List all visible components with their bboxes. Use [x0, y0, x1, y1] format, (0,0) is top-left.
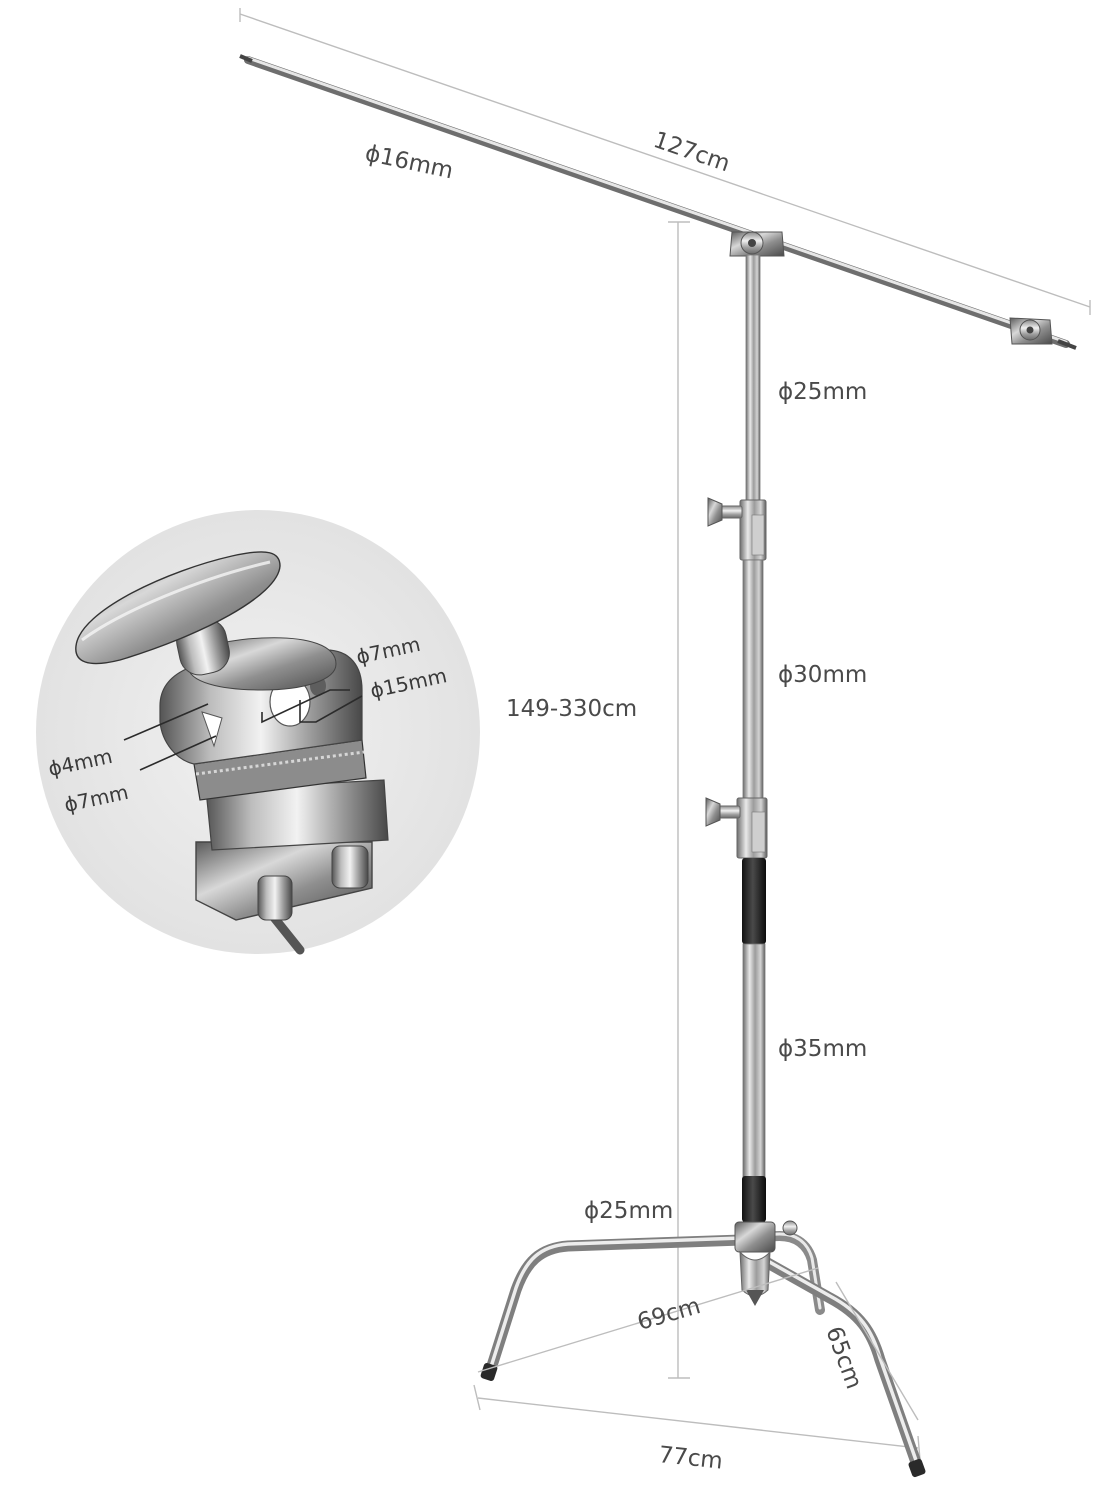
middle-tube-label: ϕ30mm — [778, 662, 867, 688]
base-width-dimension — [477, 1397, 919, 1449]
lower-grip — [742, 1176, 766, 1222]
leg-tube-label: ϕ25mm — [584, 1198, 673, 1224]
arm-length-dimension — [239, 13, 1091, 308]
top-tube-label: ϕ25mm — [778, 379, 867, 405]
stand-mast — [705, 254, 768, 1222]
bottom-tube-label: ϕ35mm — [778, 1036, 867, 1062]
grip-head-detail-inset: ϕ7mm ϕ15mm ϕ4mm ϕ7mm — [36, 510, 480, 955]
locking-knob-upper — [707, 497, 743, 527]
locking-knob-lower — [705, 797, 741, 827]
arm-diameter-label: ϕ16mm — [363, 140, 456, 184]
arm-grip-head — [729, 231, 785, 257]
leg-front-span-label: 69cm — [634, 1293, 703, 1336]
base-width-label: 77cm — [657, 1442, 724, 1475]
boom-arm — [239, 54, 1077, 350]
height-range-label: 149-330cm — [506, 696, 637, 722]
leg-side-span-label: 65cm — [820, 1323, 866, 1392]
upper-grip — [742, 858, 766, 944]
turtle-base — [477, 1220, 926, 1478]
arm-end-clamp — [1009, 317, 1053, 345]
dimension-lines — [239, 8, 1091, 1461]
